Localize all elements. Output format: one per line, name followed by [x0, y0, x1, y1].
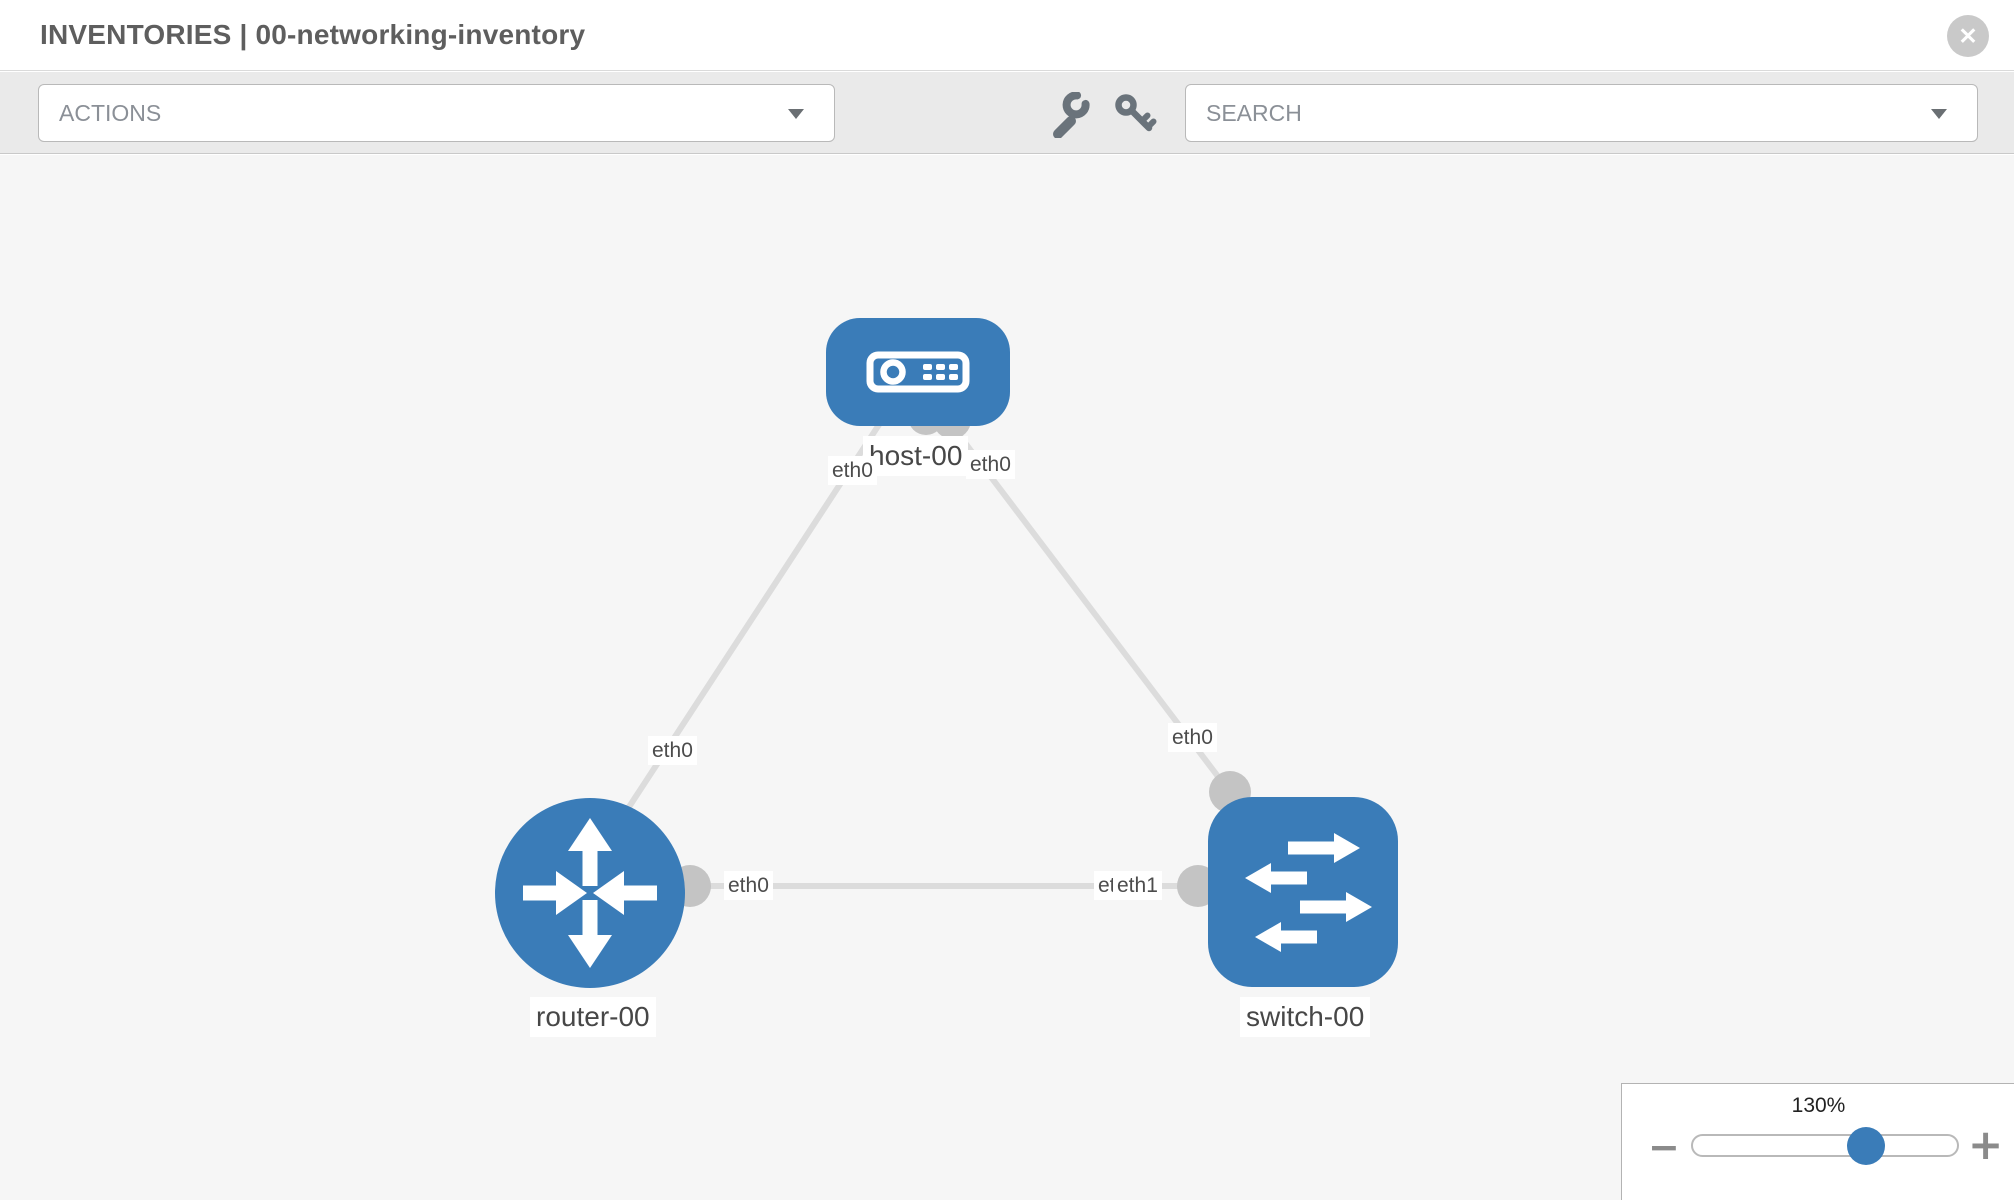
- switch-icon: [1245, 833, 1372, 952]
- chevron-down-icon: [1931, 109, 1947, 119]
- toolbar: ACTIONS SEARCH: [0, 72, 2014, 154]
- links-layer: [609, 399, 1251, 907]
- actions-dropdown-label: ACTIONS: [59, 99, 162, 126]
- zoom-slider-track[interactable]: [1691, 1127, 1959, 1165]
- node-switch-00[interactable]: [1208, 797, 1398, 987]
- close-glyph: ✕: [1958, 22, 1978, 49]
- interface-label-host-eth0-left: eth0: [828, 456, 877, 486]
- host-icon: [866, 351, 970, 393]
- chevron-down-icon: [788, 109, 804, 119]
- topology-canvas[interactable]: host-00 router-00 switch-00 eth0 eth0 et…: [0, 155, 2014, 1200]
- header: INVENTORIES | 00-networking-inventory ✕: [0, 0, 2014, 71]
- close-icon[interactable]: ✕: [1947, 15, 1989, 57]
- node-router-00[interactable]: [495, 798, 685, 988]
- node-label-host-00: host-00: [863, 436, 969, 477]
- interface-label-switch-eth0-top: eth0: [1168, 723, 1217, 753]
- router-icon: [523, 818, 657, 968]
- node-label-switch-00: switch-00: [1240, 997, 1371, 1038]
- page-title: INVENTORIES | 00-networking-inventory: [40, 19, 586, 50]
- actions-dropdown[interactable]: ACTIONS: [38, 84, 835, 142]
- zoom-out-icon[interactable]: −: [1648, 1125, 1680, 1169]
- search-dropdown-label: SEARCH: [1206, 99, 1302, 126]
- zoom-level-label: 130%: [1791, 1094, 1846, 1117]
- node-label-router-00: router-00: [530, 997, 656, 1038]
- wrench-icon[interactable]: [1044, 92, 1090, 138]
- zoom-in-icon[interactable]: +: [1968, 1120, 2004, 1169]
- interface-label-switch-eth1: eth1: [1113, 871, 1162, 901]
- zoom-slider-thumb[interactable]: [1847, 1127, 1885, 1165]
- key-icon[interactable]: [1112, 92, 1158, 138]
- interface-label-host-eth0-right: eth0: [966, 450, 1015, 480]
- search-dropdown[interactable]: SEARCH: [1185, 84, 1978, 142]
- interface-label-router-eth0-top: eth0: [648, 736, 697, 766]
- node-host-00[interactable]: [826, 318, 1010, 426]
- interface-label-router-eth0-side: eth0: [724, 871, 773, 901]
- zoom-control-panel: 130% − +: [1621, 1083, 2014, 1200]
